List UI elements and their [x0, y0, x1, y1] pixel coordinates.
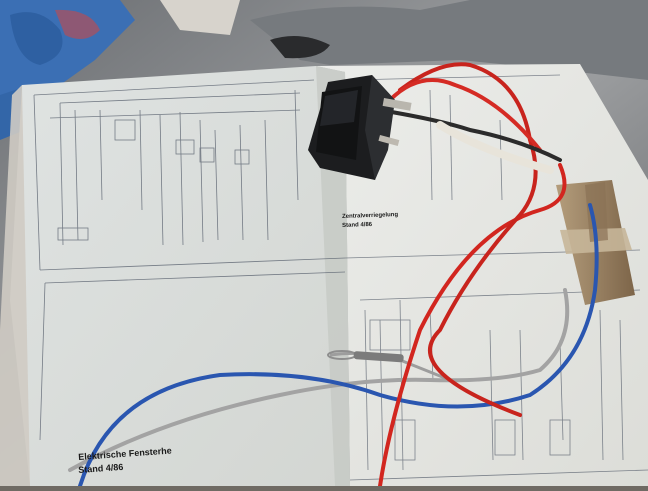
cloth-fold [160, 0, 240, 35]
wire-sleeve [436, 121, 554, 174]
rocker-switch [308, 75, 412, 180]
dark-object [270, 36, 330, 59]
blue-wire [78, 203, 599, 488]
black-wire [378, 108, 562, 162]
schematic-left [33, 79, 346, 441]
red-wire-1 [378, 163, 567, 488]
right-page-date: Stand 4/86 [342, 221, 373, 229]
red-wire-2 [398, 62, 538, 417]
manual-left-page [10, 66, 350, 486]
